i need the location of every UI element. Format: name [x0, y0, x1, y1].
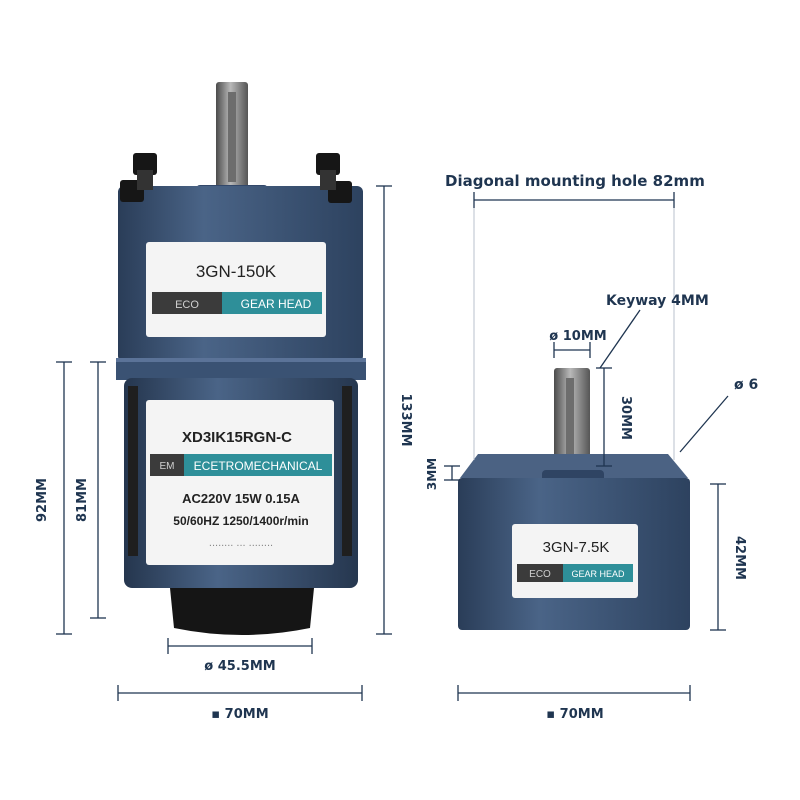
dim-shaft-diameter-10mm: ø 10MM — [549, 329, 606, 344]
motor-nameplate: XD3IK15RGN-C EM ECETROMECHANICAL AC220V … — [146, 400, 334, 565]
left-rear-cap — [170, 588, 314, 635]
motor-band-mark: EM — [160, 461, 175, 472]
motor-spec-line-2: 50/60HZ 1250/1400r/min — [173, 514, 308, 528]
dim-left-70mm: ▪ 70MM — [211, 707, 268, 722]
dim-right-70mm: ▪ 70MM — [546, 707, 603, 722]
dim-diameter-45-5mm: ø 45.5MM — [204, 659, 275, 674]
gearhead-model-text: 3GN-150K — [196, 262, 277, 281]
right-band-text: GEAR HEAD — [571, 569, 625, 579]
gearhead-nameplate: 3GN-150K ECO GEAR HEAD — [146, 242, 326, 337]
left-motor: 3GN-150K ECO GEAR HEAD XD3IK15RGN-C EM E… — [116, 82, 366, 635]
extension-lines — [473, 208, 675, 460]
motor-band-text: ECETROMECHANICAL — [194, 459, 323, 473]
right-model-text: 3GN-7.5K — [543, 539, 610, 556]
dim-42mm: 42MM — [732, 536, 747, 580]
dim-133mm: 133MM — [398, 393, 413, 446]
gearhead-band-text: GEAR HEAD — [241, 297, 312, 311]
right-gearhead-nameplate: 3GN-7.5K ECO GEAR HEAD — [512, 524, 638, 598]
gearhead-band-mark: ECO — [175, 299, 199, 311]
dim-diagonal-mounting-hole: Diagonal mounting hole 82mm — [445, 172, 705, 190]
motor-spec-line-3: ........ ... ........ — [209, 537, 273, 549]
bolt-icon — [120, 153, 352, 203]
right-band-mark: ECO — [529, 569, 551, 580]
right-top-plate — [460, 454, 688, 478]
dim-92mm: 92MM — [35, 478, 50, 522]
dim-30mm: 30MM — [618, 396, 633, 440]
right-shaft-keyway — [566, 378, 574, 458]
motor-spec-line-1: AC220V 15W 0.15A — [182, 491, 300, 506]
motor-band — [150, 454, 332, 476]
left-flange — [116, 358, 366, 380]
dim-keyway-4mm: Keyway 4MM — [606, 293, 709, 309]
dim-81mm: 81MM — [75, 478, 90, 522]
motor-model-text: XD3IK15RGN-C — [182, 429, 292, 446]
right-gearhead: 3GN-7.5K ECO GEAR HEAD — [458, 368, 690, 630]
left-shaft-keyway — [228, 92, 236, 182]
dim-hole-6: ø 6 — [734, 377, 758, 393]
dimension-lines — [56, 185, 729, 701]
dim-3mm: 3MM — [425, 458, 439, 490]
